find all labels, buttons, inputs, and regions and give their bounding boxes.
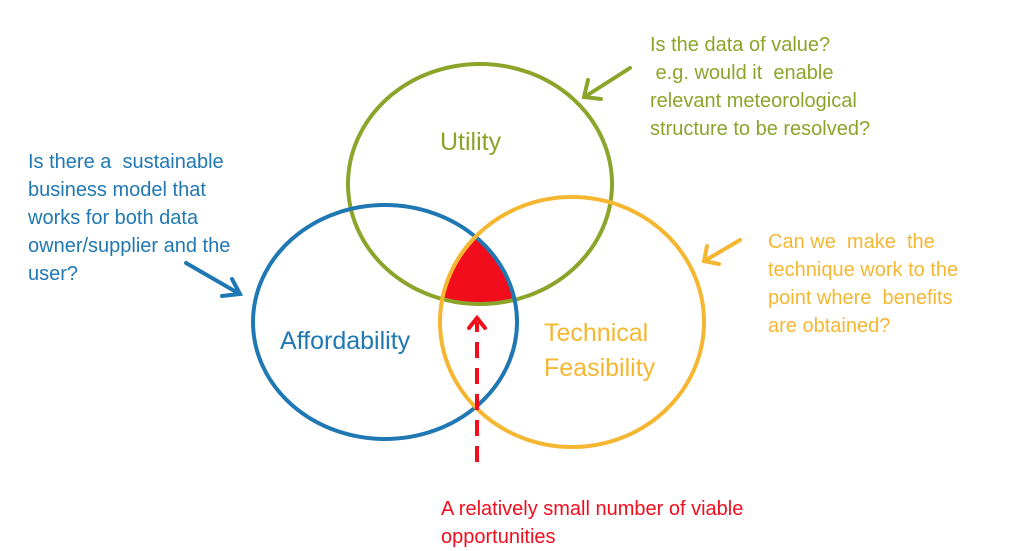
feasibility-circle [438, 195, 706, 449]
annotation-line: point where benefits [768, 287, 953, 309]
annotation-line: Can we make the [768, 231, 935, 253]
affordability-label: Affordability [280, 327, 411, 355]
feasibility-arrow [701, 238, 742, 266]
annotation-line: relevant meteorological [650, 90, 857, 112]
annotation-line: are obtained? [768, 315, 891, 337]
annotation-line: opportunities [441, 526, 556, 548]
utility-annotation: Is the data of value? e.g. would it enab… [650, 3, 870, 143]
annotation-line: owner/supplier and the [28, 235, 231, 257]
feasibility-label-line1: Technical [544, 319, 649, 347]
affordability-annotation: Is there a sustainable business model tha… [28, 120, 230, 288]
utility-circle [346, 62, 614, 306]
affordability-circle [251, 203, 519, 441]
feasibility-label-line2: Feasibility [544, 354, 656, 382]
annotation-line: structure to be resolved? [650, 118, 871, 140]
intersection-annotation: A relatively small number of viable oppor… [441, 467, 743, 551]
annotation-line: business model that [28, 179, 206, 201]
intersection-arrow [467, 314, 487, 462]
annotation-line: Is the data of value? [650, 34, 831, 56]
feasibility-annotation: Can we make the technique work to the poin… [768, 200, 958, 340]
utility-arrow [581, 66, 632, 101]
annotation-line: A relatively small number of viable [441, 498, 744, 520]
annotation-line: Is there a sustainable [28, 151, 224, 173]
affordability-arrow [184, 261, 244, 298]
annotation-line: technique work to the [768, 259, 959, 281]
venn-diagram [184, 62, 742, 462]
utility-label: Utility [440, 128, 502, 156]
annotation-line: user? [28, 263, 79, 285]
annotation-line: e.g. would it enable [650, 62, 834, 84]
annotation-line: works for both data [28, 207, 199, 229]
